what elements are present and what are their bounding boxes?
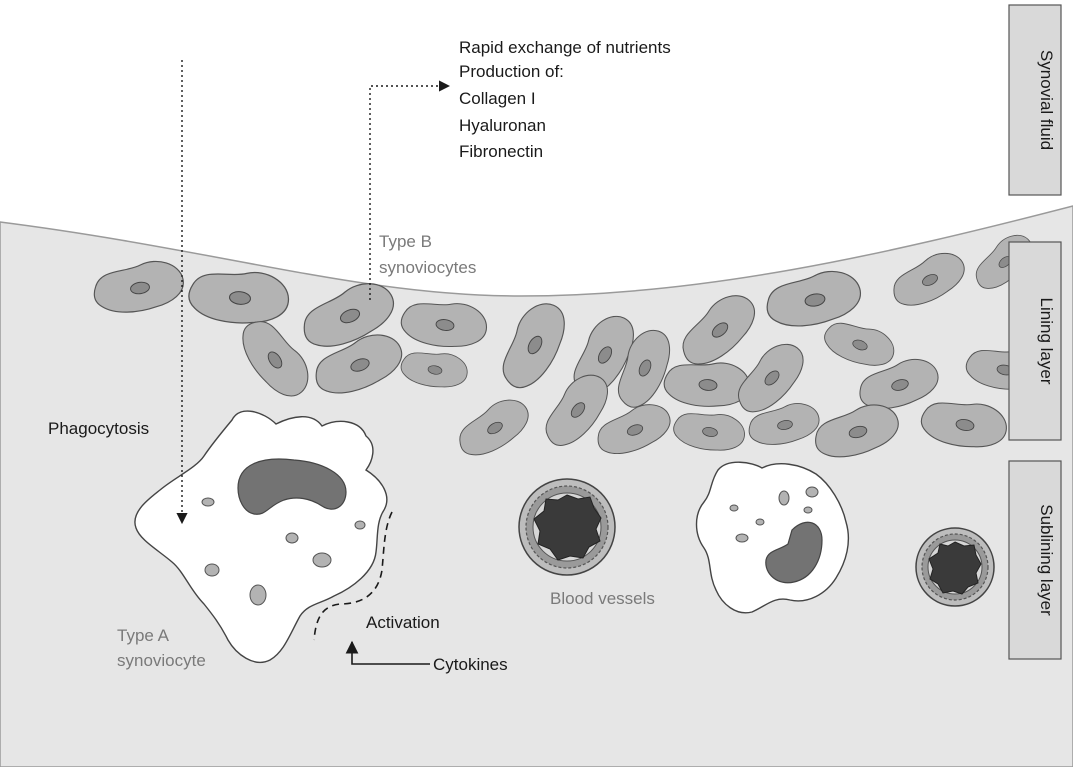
vesicle [756,519,764,525]
side-label-lining-layer: Lining layer [1037,298,1056,385]
function-item: Collagen I [459,89,536,108]
function-item: Production of: [459,62,564,81]
side-box-lining-layer: Lining layer [1009,242,1061,440]
phagocytosis-label: Phagocytosis [48,419,149,438]
vesicle [313,553,331,567]
vesicle [202,498,214,506]
macrophage-cell [697,462,849,613]
type-a-label-line1: Type A [117,626,170,645]
vesicle [736,534,748,542]
side-box-sublining-layer: Sublining layer [1009,461,1061,659]
vesicle [355,521,365,529]
function-item: Hyaluronan [459,116,546,135]
function-item: Rapid exchange of nutrients [459,38,671,57]
side-box-synovial-fluid: Synovial fluid [1009,5,1061,195]
vesicle [286,533,298,543]
type-b-label-line1: Type B [379,232,432,251]
type-b-label-line2: synoviocytes [379,258,476,277]
vesicle [779,491,789,505]
blood-vessels-label: Blood vessels [550,589,655,608]
cytokines-label: Cytokines [433,655,508,674]
side-label-synovial-fluid: Synovial fluid [1037,50,1056,150]
type-b-functions: Rapid exchange of nutrients Production o… [459,38,675,161]
vesicle [730,505,738,511]
activation-label: Activation [366,613,440,632]
blood-vessel-small [916,528,994,606]
blood-vessel-large [519,479,615,575]
type-a-label-line2: synoviocyte [117,651,206,670]
vesicle [804,507,812,513]
vesicle [806,487,818,497]
function-item: Fibronectin [459,142,543,161]
vesicle [250,585,266,605]
type-b-label: Type B synoviocytes [379,232,476,277]
side-label-sublining-layer: Sublining layer [1037,504,1056,616]
vesicle [205,564,219,576]
